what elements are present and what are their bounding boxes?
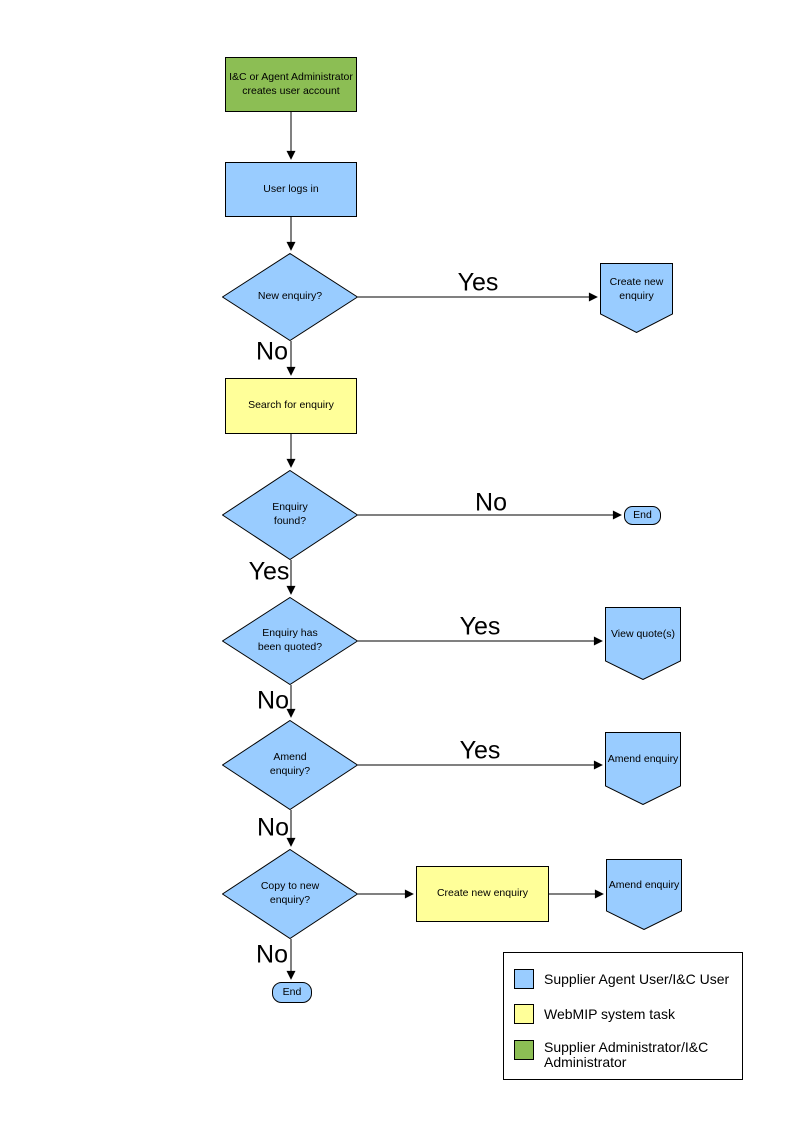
legend-item-admin: Supplier Administrator/I&C Administrator <box>514 1040 708 1070</box>
amend-enquiry-offpage-1-label: Amend enquiry <box>607 753 679 766</box>
end-terminator-right: End <box>624 506 661 525</box>
enquiry-found-decision: Enquiry found? <box>222 470 358 560</box>
view-quotes-offpage: View quote(s) <box>605 607 681 680</box>
end-terminator-bottom: End <box>272 982 312 1003</box>
create-new-enquiry-offpage-shape <box>600 263 673 333</box>
search-enquiry-node: Search for enquiry <box>225 378 357 434</box>
enquiry-found-label: Enquiry found? <box>272 501 308 527</box>
edge-label-yes-new-enquiry: Yes <box>457 268 499 297</box>
search-enquiry-shape <box>225 378 357 434</box>
amend-enquiry-offpage-2-shape <box>606 859 682 930</box>
new-enquiry-shape <box>222 253 358 341</box>
copy-enquiry-decision: Copy to new enquiry? <box>222 849 358 939</box>
legend-swatch-user-icon <box>514 969 534 989</box>
end-terminator-right-label: End <box>633 508 652 521</box>
amend-enquiry-offpage-2: Amend enquiry <box>606 859 682 930</box>
copy-enquiry-shape <box>222 849 358 939</box>
create-new-enquiry-offpage: Create new enquiry <box>600 263 673 333</box>
legend: Supplier Agent User/I&C User WebMIP syst… <box>503 952 743 1080</box>
edge-label-no-quoted: No <box>257 686 289 715</box>
new-enquiry-label: New enquiry? <box>257 290 323 303</box>
legend-item-system: WebMIP system task <box>514 1004 675 1024</box>
legend-label-admin: Supplier Administrator/I&C Administrator <box>544 1039 709 1070</box>
legend-label-system: WebMIP system task <box>544 1005 675 1022</box>
legend-label-user: Supplier Agent User/I&C User <box>544 970 730 987</box>
enquiry-found-shape <box>222 470 358 560</box>
user-login-node: User logs in <box>225 162 357 217</box>
enquiry-quoted-label: Enquiry has been quoted? <box>257 627 323 653</box>
end-terminator-right-shape <box>624 506 661 525</box>
new-enquiry-decision: New enquiry? <box>222 253 358 341</box>
legend-swatch-system-icon <box>514 1004 534 1024</box>
copy-enquiry-label: Copy to new enquiry? <box>260 880 320 906</box>
edge-label-no-amend: No <box>257 813 289 842</box>
end-terminator-bottom-label: End <box>282 985 302 998</box>
enquiry-quoted-shape <box>222 597 358 685</box>
amend-enquiry-decision-shape <box>222 720 358 810</box>
legend-item-user: Supplier Agent User/I&C User <box>514 969 729 989</box>
edge-label-yes-amend: Yes <box>459 736 501 765</box>
edge-label-no-new-enquiry: No <box>256 337 288 366</box>
user-login-label: User logs in <box>263 182 319 195</box>
view-quotes-shape <box>605 607 681 680</box>
create-new-enquiry-task: Create new enquiry <box>416 866 549 922</box>
amend-enquiry-offpage-2-label: Amend enquiry <box>608 879 680 892</box>
amend-enquiry-decision-label: Amend enquiry? <box>269 751 311 777</box>
user-login-shape <box>225 162 357 217</box>
edge-label-no-copy: No <box>256 940 288 969</box>
amend-enquiry-decision: Amend enquiry? <box>222 720 358 810</box>
edge-label-yes-found: Yes <box>248 557 290 586</box>
create-new-enquiry-task-label: Create new enquiry <box>436 887 529 900</box>
legend-swatch-admin-icon <box>514 1040 534 1060</box>
amend-enquiry-offpage-1: Amend enquiry <box>605 732 681 805</box>
edge-label-yes-quoted: Yes <box>459 612 501 641</box>
search-enquiry-label: Search for enquiry <box>248 399 334 412</box>
edge-label-no-found: No <box>475 488 507 517</box>
admin-create-label: I&C or Agent Administrator creates user … <box>229 70 353 97</box>
enquiry-quoted-decision: Enquiry has been quoted? <box>222 597 358 685</box>
view-quotes-label: View quote(s) <box>610 628 675 641</box>
end-terminator-bottom-shape <box>272 982 312 1003</box>
admin-create-shape <box>225 57 357 112</box>
admin-create-node: I&C or Agent Administrator creates user … <box>225 57 357 112</box>
amend-enquiry-offpage-1-shape <box>605 732 681 805</box>
create-new-enquiry-task-shape <box>416 866 549 922</box>
create-new-enquiry-offpage-label: Create new enquiry <box>609 275 664 302</box>
